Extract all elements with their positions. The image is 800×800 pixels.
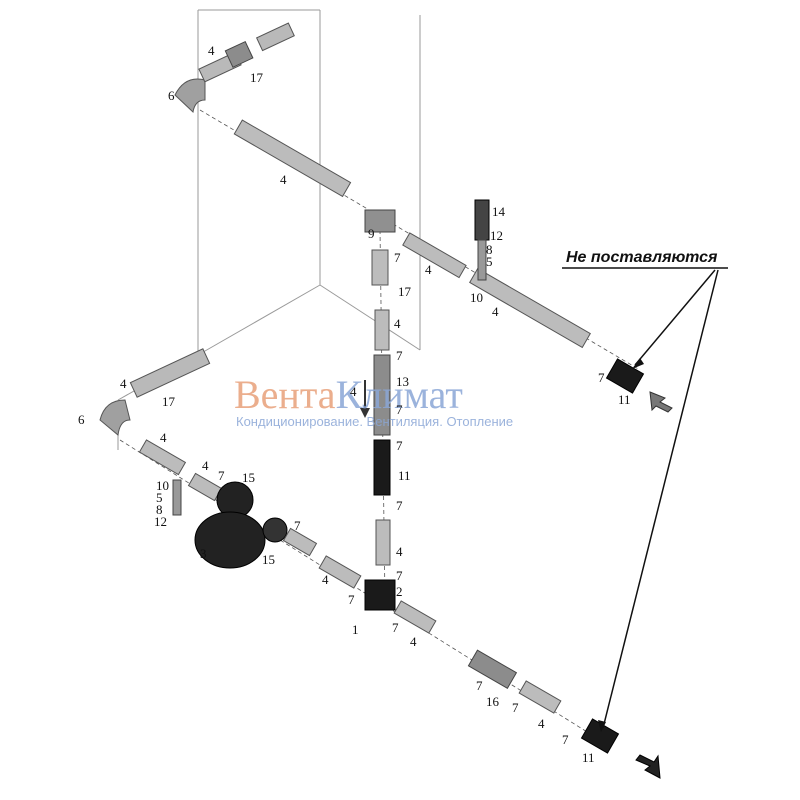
callout-label: 14 bbox=[492, 204, 506, 219]
watermark-brand-part2: Климат bbox=[336, 372, 463, 417]
flow-out-arrow-icon bbox=[649, 391, 673, 413]
callout-label: 7 bbox=[598, 370, 605, 385]
callout-label: 17 bbox=[250, 70, 264, 85]
callout-label: 7 bbox=[394, 250, 401, 265]
callout-label: 7 bbox=[396, 568, 403, 583]
callout-label: 16 bbox=[486, 694, 500, 709]
callout-label: 4 bbox=[492, 304, 499, 319]
callout-label: 11 bbox=[398, 468, 411, 483]
callout-label: 7 bbox=[348, 592, 355, 607]
callout-label: 6 bbox=[168, 88, 175, 103]
callout-label: 7 bbox=[562, 732, 569, 747]
callout-label: 4 bbox=[322, 572, 329, 587]
vertical-riser bbox=[364, 249, 396, 611]
callout-label: 8 bbox=[156, 502, 163, 517]
callout-label: 11 bbox=[582, 750, 595, 765]
callout-label: 4 bbox=[350, 384, 357, 399]
callout-label: 7 bbox=[476, 678, 483, 693]
callout-label: 7 bbox=[396, 402, 403, 417]
callout-label: 2 bbox=[396, 584, 403, 599]
top-pipe-run bbox=[174, 22, 645, 394]
callout-label: 7 bbox=[294, 518, 301, 533]
flow-in-arrow-icon bbox=[635, 754, 661, 779]
callout-label: 4 bbox=[410, 634, 417, 649]
callout-label: 12 bbox=[154, 514, 167, 529]
callout-label: 3 bbox=[200, 546, 207, 561]
flow-arrows bbox=[360, 380, 673, 779]
callout-label: 4 bbox=[425, 262, 432, 277]
callout-label: 7 bbox=[396, 438, 403, 453]
callout-label: 4 bbox=[202, 458, 209, 473]
room-frame bbox=[117, 9, 421, 450]
callout-label: 9 bbox=[368, 226, 375, 241]
callout-label: 7 bbox=[218, 468, 225, 483]
callout-label: 4 bbox=[120, 376, 127, 391]
callout-label: 17 bbox=[162, 394, 176, 409]
callout-label: 17 bbox=[398, 284, 412, 299]
watermark-brand-part1: Вента bbox=[234, 372, 336, 417]
callout-label: 7 bbox=[396, 498, 403, 513]
callout-label: 11 bbox=[618, 392, 631, 407]
callout-labels: 4 17 6 4 9 7 17 4 4 14 12 8 5 10 4 4 7 1… bbox=[78, 43, 631, 765]
not-supplied-label: Не поставляются bbox=[566, 249, 718, 266]
callout-label: 4 bbox=[208, 43, 215, 58]
callout-label: 6 bbox=[78, 412, 85, 427]
callout-label: 10 bbox=[156, 478, 169, 493]
watermark-brand: ВентаКлимат bbox=[234, 372, 463, 417]
watermark: ВентаКлимат Кондиционирование. Вентиляци… bbox=[234, 372, 513, 429]
watermark-tagline: Кондиционирование. Вентиляция. Отопление bbox=[236, 414, 513, 429]
callout-label: 1 bbox=[352, 622, 359, 637]
callout-label: 7 bbox=[512, 700, 519, 715]
callout-label: 10 bbox=[470, 290, 483, 305]
callout-label: 4 bbox=[538, 716, 545, 731]
callout-label: 5 bbox=[156, 490, 163, 505]
callout-label: 13 bbox=[396, 374, 409, 389]
callout-label: 4 bbox=[280, 172, 287, 187]
callout-label: 5 bbox=[486, 254, 493, 269]
callout-label: 12 bbox=[490, 228, 503, 243]
callout-label: 15 bbox=[242, 470, 255, 485]
callout-label: 4 bbox=[396, 544, 403, 559]
callout-label: 4 bbox=[394, 316, 401, 331]
callout-label: 4 bbox=[160, 430, 167, 445]
callout-label: 8 bbox=[486, 242, 493, 257]
callout-label: 7 bbox=[396, 348, 403, 363]
middle-pipe-run bbox=[99, 348, 620, 754]
callout-label: 7 bbox=[392, 620, 399, 635]
callout-label: 15 bbox=[262, 552, 275, 567]
not-supplied-note: Не поставляются bbox=[562, 249, 728, 732]
